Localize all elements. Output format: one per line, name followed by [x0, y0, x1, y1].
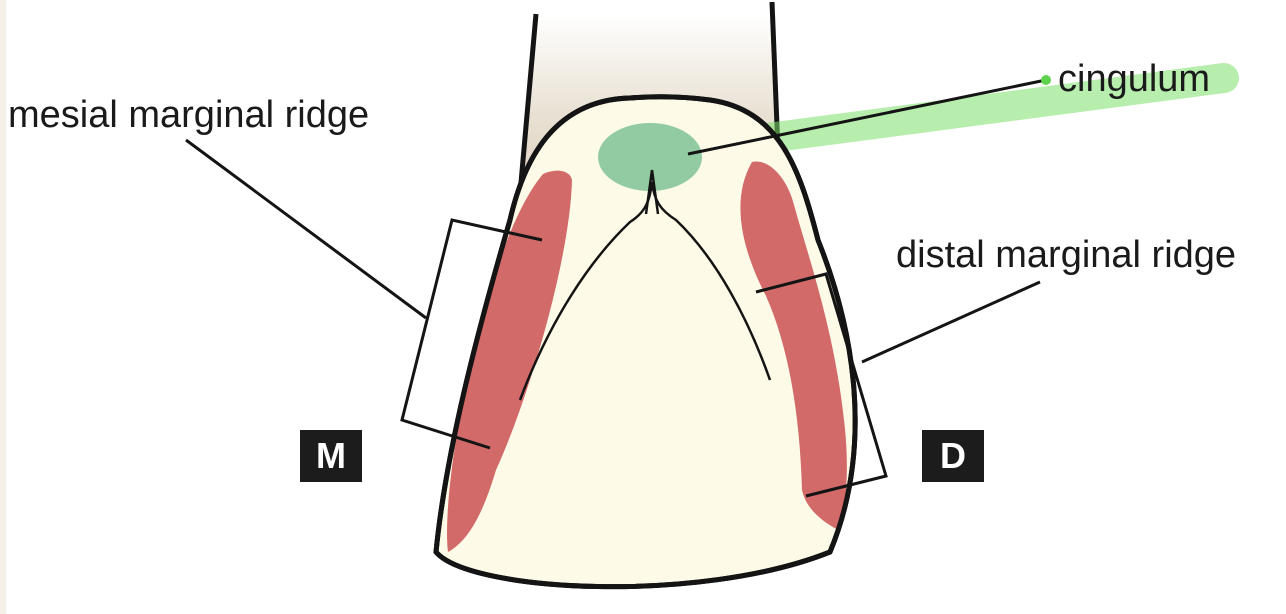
- mesial-orientation-badge: M: [300, 430, 362, 482]
- cingulum-oval: [598, 123, 702, 191]
- distal-marginal-ridge: [740, 161, 847, 531]
- cingulum-leader: [687, 78, 1047, 156]
- mesial-marginal-ridge-label: mesial marginal ridge: [8, 94, 370, 136]
- distal-orientation-badge: D: [922, 430, 984, 482]
- mesial-leader: [185, 138, 427, 320]
- distal-marginal-ridge-label: distal marginal ridge: [896, 234, 1237, 276]
- mesial-bracket: [400, 218, 543, 450]
- fossa-apex-notch: [644, 169, 660, 215]
- distal-bracket: [755, 272, 888, 498]
- cingulum-label: cingulum: [1058, 58, 1211, 100]
- mesial-marginal-ridge: [447, 170, 572, 552]
- left-edge-strip: [0, 0, 6, 614]
- cingulum-leader-end-dot: [1041, 75, 1051, 85]
- root-outline-left: [516, 13, 539, 206]
- distal-leader: [861, 280, 1041, 364]
